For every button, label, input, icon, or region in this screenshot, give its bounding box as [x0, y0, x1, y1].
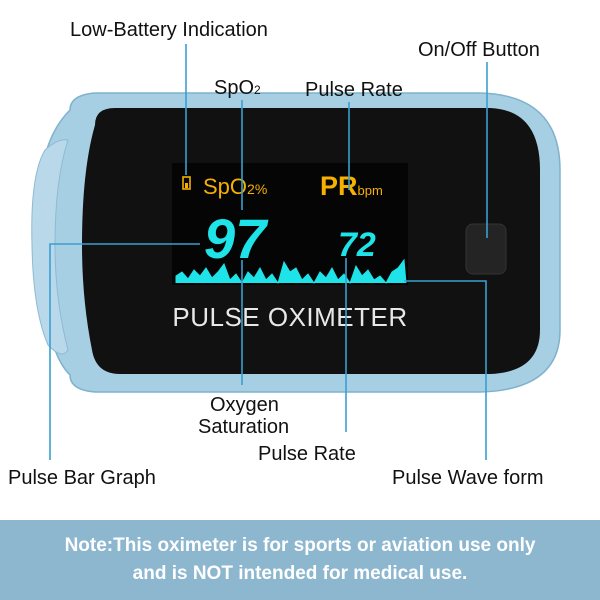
disclaimer-line-2: and is NOT intended for medical use. [132, 563, 468, 584]
on-off-button[interactable] [465, 223, 507, 275]
screen-pr-label: PRbpm [320, 171, 383, 201]
device-name: PULSE OXIMETER [172, 302, 407, 332]
screen-pr-unit: bpm [358, 183, 383, 198]
oled-screen [172, 163, 408, 285]
callout-pulse-rate-bottom: Pulse Rate [258, 443, 356, 465]
spo2-value: 97 [204, 207, 269, 270]
callout-oxygen-line1: Oxygen [210, 394, 279, 416]
callout-spo2: SpO2 [214, 77, 261, 99]
callout-pulse-rate-top: Pulse Rate [305, 79, 403, 101]
disclaimer-banner: Note:This oximeter is for sports or avia… [0, 520, 600, 600]
disclaimer-line-1: Note:This oximeter is for sports or avia… [64, 534, 536, 556]
battery-icon [182, 176, 191, 190]
callout-on-off: On/Off Button [418, 39, 540, 61]
callout-low-battery: Low-Battery Indication [70, 19, 268, 41]
screen-spo2-sub: 2% [247, 181, 267, 197]
battery-level-icon [185, 183, 188, 188]
pulse-waveform [175, 258, 407, 285]
callout-pulse-waveform: Pulse Wave form [392, 467, 544, 489]
callout-line-bar-graph [49, 243, 200, 460]
callout-line-waveform [404, 280, 487, 460]
callout-pulse-bar-graph: Pulse Bar Graph [8, 467, 156, 489]
pulse-value: 72 [338, 226, 376, 264]
oximeter-diagram: SpO2% PRbpm 97 72 PULSE OXIMETER Low-Bat… [8, 19, 561, 489]
callout-oxygen-line2: Saturation [198, 416, 289, 438]
screen-spo2-label: SpO2% [203, 174, 267, 199]
callout-lines [49, 44, 488, 460]
